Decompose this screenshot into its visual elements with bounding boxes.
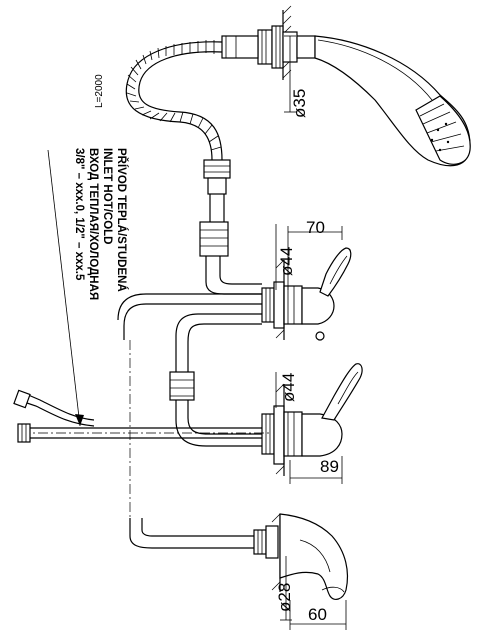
flexible-hose (125, 40, 231, 222)
hose-length-label: L=2000 (94, 74, 105, 108)
handle-reach-dimension: 70 (306, 218, 325, 237)
inlet-note-line-1: PŘÍVOD TEPLÁ/STUDENÁ (115, 148, 128, 292)
inlet-note: PŘÍVOD TEPLÁ/STUDENÁ INLET HOT/COLD ВХОД… (73, 148, 128, 300)
diverter-valve (199, 221, 352, 341)
inlet-note-line-3: ВХОД ТЕПЛАЯ/ХОЛОДНАЯ (87, 148, 99, 300)
mixer-valve (169, 313, 363, 484)
valve-one-wall-diameter: ø44 (277, 247, 296, 276)
shower-wall-diameter: ø35 (290, 89, 309, 118)
valve-two-depth-dimension: 89 (320, 457, 339, 476)
inlet-note-line-4: 3/8" – xxx.0, 1/2" – xxx.5 (73, 148, 85, 281)
hand-shower (221, 5, 471, 167)
spout-reach-dimension: 60 (308, 605, 327, 624)
supply-pipes (13, 149, 272, 520)
inlet-note-line-2: INLET HOT/COLD (101, 148, 113, 244)
valve-two-wall-diameter: ø44 (279, 373, 298, 402)
bath-spout (129, 513, 349, 630)
spout-wall-diameter: ø28 (275, 583, 294, 612)
